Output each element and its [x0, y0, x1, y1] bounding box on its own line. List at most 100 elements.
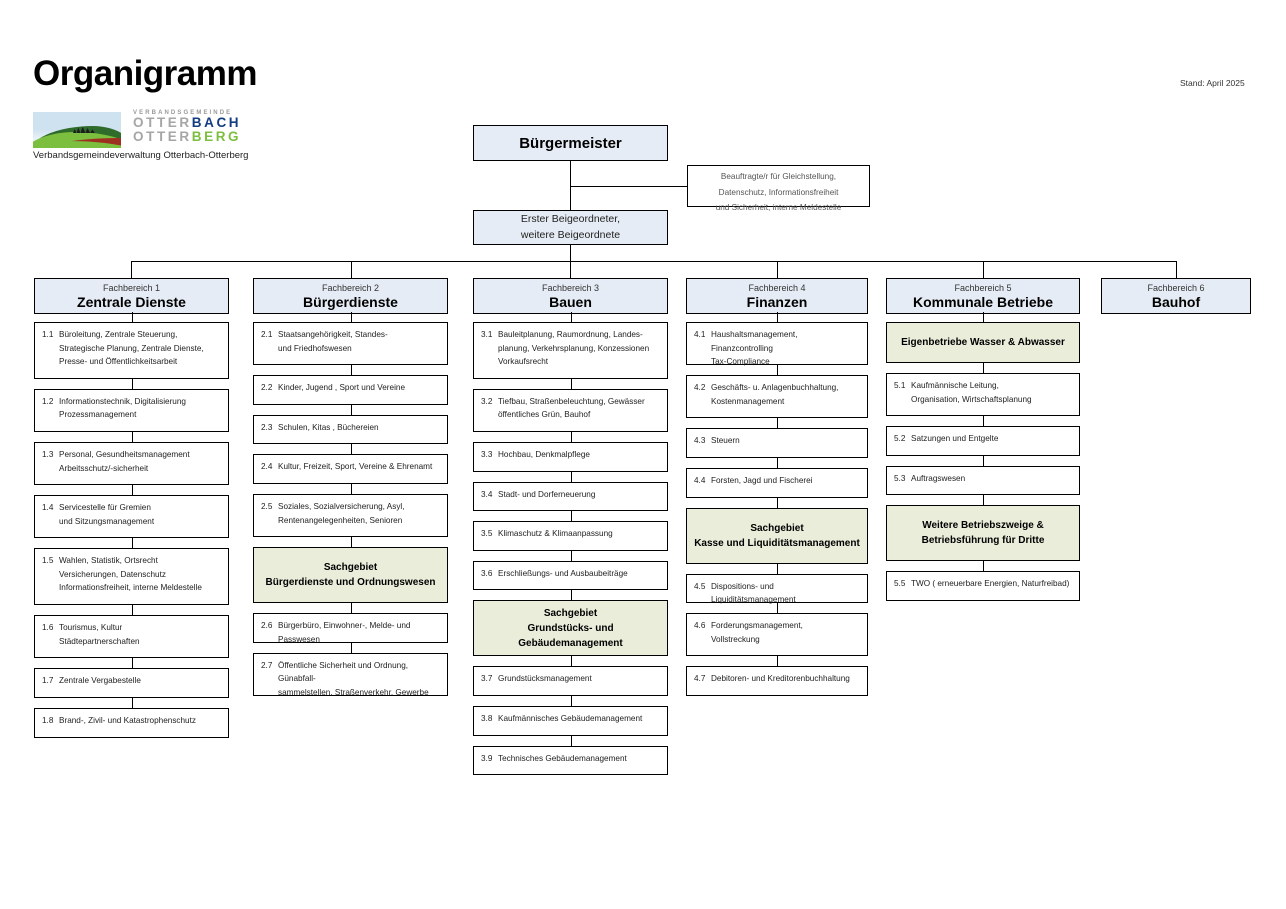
task-number: 5.2: [894, 434, 906, 444]
dept-name-2: Bürgerdienste: [303, 293, 398, 310]
sachgebiet-box[interactable]: Eigenbetriebe Wasser & Abwasser: [886, 322, 1080, 363]
dept-header-2[interactable]: Fachbereich 2 Bürgerdienste: [253, 278, 448, 314]
task-text: Kaufmännisches Gebäudemanagement: [498, 714, 643, 723]
connector-vertical: [571, 378, 572, 389]
task-text: Klimaschutz & Klimaanpassung: [498, 529, 613, 539]
task-number: 2.4: [261, 462, 273, 472]
task-text: Kinder, Jugend , Sport und Vereine: [278, 383, 405, 393]
connector-drop-fb5: [983, 261, 984, 278]
connector-vertical: [571, 735, 572, 746]
task-number: 4.2: [694, 383, 706, 393]
task-number: 3.4: [481, 489, 493, 499]
dept-header-5[interactable]: Fachbereich 5 Kommunale Betriebe: [886, 278, 1080, 314]
connector-vertical: [132, 312, 133, 322]
task-text: Personal, Gesundheitsmanagement: [59, 450, 190, 459]
dept-name-4: Finanzen: [746, 293, 808, 310]
connector-vertical: [351, 642, 352, 653]
dept-header-3[interactable]: Fachbereich 3 Bauen: [473, 278, 668, 314]
connector-drop-fb3: [570, 261, 571, 278]
task-number: 3.3: [481, 450, 493, 459]
dept-header-4[interactable]: Fachbereich 4 Finanzen: [686, 278, 868, 314]
connector-vertical: [132, 432, 133, 442]
task-text: Kaufmännische Leitung,: [911, 381, 999, 390]
task-text: TWO ( erneuerbare Energien, Naturfreibad…: [911, 579, 1070, 589]
logo-kicker: VERBANDSGEMEINDE: [133, 110, 233, 116]
dept-header-1[interactable]: Fachbereich 1 Zentrale Dienste: [34, 278, 229, 314]
task-number: 1.8: [42, 716, 54, 725]
task-text-cont: und Sitzungsmanagement: [59, 516, 155, 526]
connector-vertical: [132, 658, 133, 669]
task-text: Debitoren- und Kreditorenbuchhaltung: [711, 674, 850, 684]
task-text-cont: sammelstellen, Straßenverkehr, Gewerbe: [278, 687, 429, 697]
task-number: 5.5: [894, 579, 906, 589]
task-text: Forsten, Jagd und Fischerei: [711, 476, 813, 485]
task-box-4.4[interactable]: 4.4 Forsten, Jagd und Fischerei: [686, 468, 868, 498]
task-text: Forderungsmanagement,: [711, 621, 803, 631]
task-text-cont: und Friedhofswesen: [278, 343, 352, 353]
connector-vertical: [777, 312, 778, 322]
box-erster-beigeordneter[interactable]: Erster Beigeordneter, weitere Beigeordne…: [473, 210, 668, 245]
task-number: 2.2: [261, 383, 273, 393]
revision-date: Stand: April 2025: [1180, 78, 1245, 88]
task-box-2.2[interactable]: 2.2 Kinder, Jugend , Sport und Vereine: [253, 375, 448, 405]
dept-header-6[interactable]: Fachbereich 6 Bauhof: [1101, 278, 1251, 314]
dept-label-3: Fachbereich 3: [541, 282, 600, 293]
sachgebiet-box[interactable]: Weitere Betriebszweige &Betriebsführung …: [886, 505, 1080, 562]
task-text: Zentrale Vergabestelle: [59, 676, 141, 686]
connector-vertical: [983, 416, 984, 427]
municipality-logo: VERBANDSGEMEINDE OTTERBACH OTTERBERG: [33, 110, 248, 152]
task-number: 2.7: [261, 660, 273, 670]
task-text: Servicestelle für Gremien: [59, 503, 151, 513]
task-box-5.5[interactable]: 5.5 TWO ( erneuerbare Energien, Naturfrei…: [886, 571, 1080, 601]
box-buergermeister[interactable]: Bürgermeister: [473, 125, 668, 161]
task-number: 4.4: [694, 476, 706, 485]
connector-vertical: [571, 656, 572, 667]
organization-subtitle: Verbandsgemeindeverwaltung Otterbach-Ott…: [33, 150, 249, 161]
task-number: 3.6: [481, 568, 493, 578]
connector-vertical: [571, 550, 572, 561]
task-number: 4.5: [694, 581, 706, 591]
logo-wordmark: VERBANDSGEMEINDE OTTERBACH OTTERBERG: [133, 110, 241, 145]
box-beauftragte[interactable]: Beauftragte/r für Gleichstellung, Datens…: [687, 165, 870, 212]
connector-vertical: [571, 696, 572, 706]
connector-vertical: [983, 312, 984, 322]
